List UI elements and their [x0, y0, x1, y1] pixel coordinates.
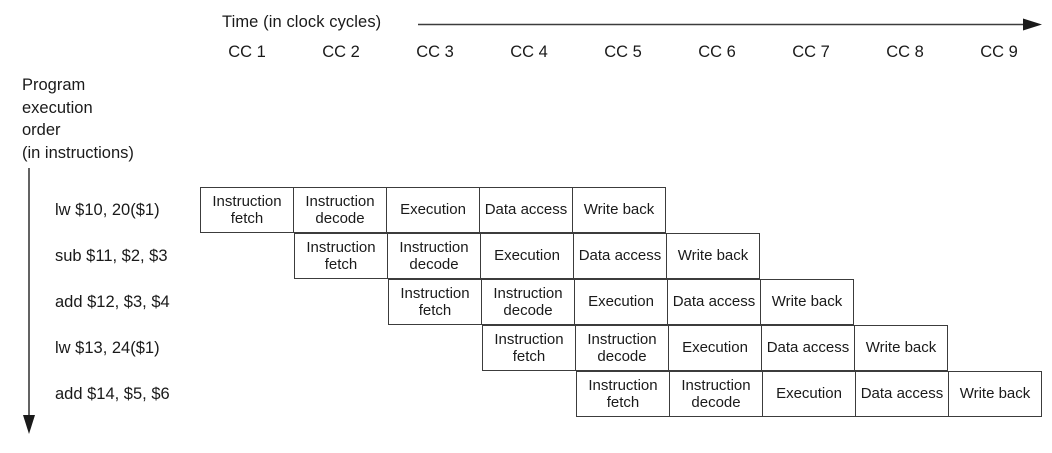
pipeline-row-1: Instruction fetch Instruction decode Execu…	[200, 187, 666, 233]
stage-cell: Execution	[480, 233, 574, 279]
clock-cycle-header-4: CC 4	[510, 43, 548, 61]
stage-label: Write back	[583, 201, 655, 219]
stage-cell: Data access	[573, 233, 667, 279]
clock-cycle-header-5: CC 5	[604, 43, 642, 61]
stage-cell: Write back	[666, 233, 760, 279]
stage-cell: Instruction decode	[575, 325, 669, 371]
stage-label: Execution	[776, 385, 842, 403]
stage-cell: Execution	[386, 187, 480, 233]
stage-label: Write back	[959, 385, 1031, 403]
stage-label: Write back	[865, 339, 937, 357]
instruction-label-2: sub $11, $2, $3	[55, 246, 168, 265]
stage-label: Instruction decode	[587, 330, 657, 366]
stage-cell: Instruction fetch	[576, 371, 670, 417]
time-axis-label: Time (in clock cycles)	[222, 13, 382, 31]
stage-label: Instruction decode	[681, 376, 751, 412]
program-order-line-1: Program	[22, 76, 86, 94]
clock-cycle-header-6: CC 6	[698, 43, 736, 61]
stage-label: Instruction decode	[305, 192, 375, 228]
stage-cell: Instruction fetch	[388, 279, 482, 325]
stage-cell: Instruction decode	[669, 371, 763, 417]
program-execution-order-caption: Program execution order (in instructions…	[22, 74, 134, 164]
stage-cell: Execution	[762, 371, 856, 417]
stage-cell: Instruction decode	[387, 233, 481, 279]
stage-label: Instruction fetch	[400, 284, 470, 320]
instruction-label-4: lw $13, 24($1)	[55, 338, 160, 357]
clock-cycle-header-3: CC 3	[416, 43, 454, 61]
stage-cell: Data access	[667, 279, 761, 325]
clock-cycle-header-2: CC 2	[322, 43, 360, 61]
instruction-label-1: lw $10, 20($1)	[55, 200, 160, 219]
stage-label: Execution	[400, 201, 466, 219]
clock-cycle-header-9: CC 9	[980, 43, 1018, 61]
time-axis-arrow-icon	[418, 18, 1042, 31]
stage-cell: Data access	[479, 187, 573, 233]
program-order-arrow-icon	[23, 168, 35, 434]
pipeline-row-3: Instruction fetch Instruction decode Execu…	[388, 279, 854, 325]
stage-label: Execution	[494, 247, 560, 265]
stage-label: Write back	[677, 247, 749, 265]
instruction-label-5: add $14, $5, $6	[55, 384, 170, 403]
stage-label: Data access	[578, 247, 662, 265]
clock-cycle-header-7: CC 7	[792, 43, 830, 61]
pipeline-row-2: Instruction fetch Instruction decode Execu…	[294, 233, 760, 279]
stage-cell: Instruction decode	[481, 279, 575, 325]
stage-label: Execution	[682, 339, 748, 357]
stage-cell: Instruction fetch	[200, 187, 294, 233]
stage-label: Data access	[484, 201, 568, 219]
stage-cell: Write back	[854, 325, 948, 371]
clock-cycle-header-8: CC 8	[886, 43, 924, 61]
stage-cell: Instruction fetch	[482, 325, 576, 371]
stage-label: Instruction fetch	[588, 376, 658, 412]
stage-cell: Write back	[760, 279, 854, 325]
program-order-line-2: execution	[22, 98, 93, 117]
stage-label: Data access	[860, 385, 944, 403]
stage-label: Instruction fetch	[306, 238, 376, 274]
stage-label: Write back	[771, 293, 843, 311]
stage-label: Instruction fetch	[212, 192, 282, 228]
pipeline-row-4: Instruction fetch Instruction decode Execu…	[482, 325, 948, 371]
stage-label: Data access	[766, 339, 850, 357]
stage-cell: Data access	[761, 325, 855, 371]
stage-label: Instruction fetch	[494, 330, 564, 366]
stage-cell: Execution	[668, 325, 762, 371]
stage-cell: Data access	[855, 371, 949, 417]
stage-cell: Instruction decode	[293, 187, 387, 233]
stage-label: Instruction decode	[399, 238, 469, 274]
stage-label: Execution	[588, 293, 654, 311]
stage-cell: Write back	[948, 371, 1042, 417]
stage-label: Data access	[672, 293, 756, 311]
stage-cell: Write back	[572, 187, 666, 233]
clock-cycle-header-1: CC 1	[228, 43, 266, 61]
instruction-label-3: add $12, $3, $4	[55, 292, 170, 311]
stage-label: Instruction decode	[493, 284, 563, 320]
program-order-line-3: order	[22, 121, 61, 139]
stage-cell: Instruction fetch	[294, 233, 388, 279]
stage-cell: Execution	[574, 279, 668, 325]
program-order-line-4: (in instructions)	[22, 143, 134, 162]
pipeline-row-5: Instruction fetch Instruction decode Execu…	[576, 371, 1042, 417]
